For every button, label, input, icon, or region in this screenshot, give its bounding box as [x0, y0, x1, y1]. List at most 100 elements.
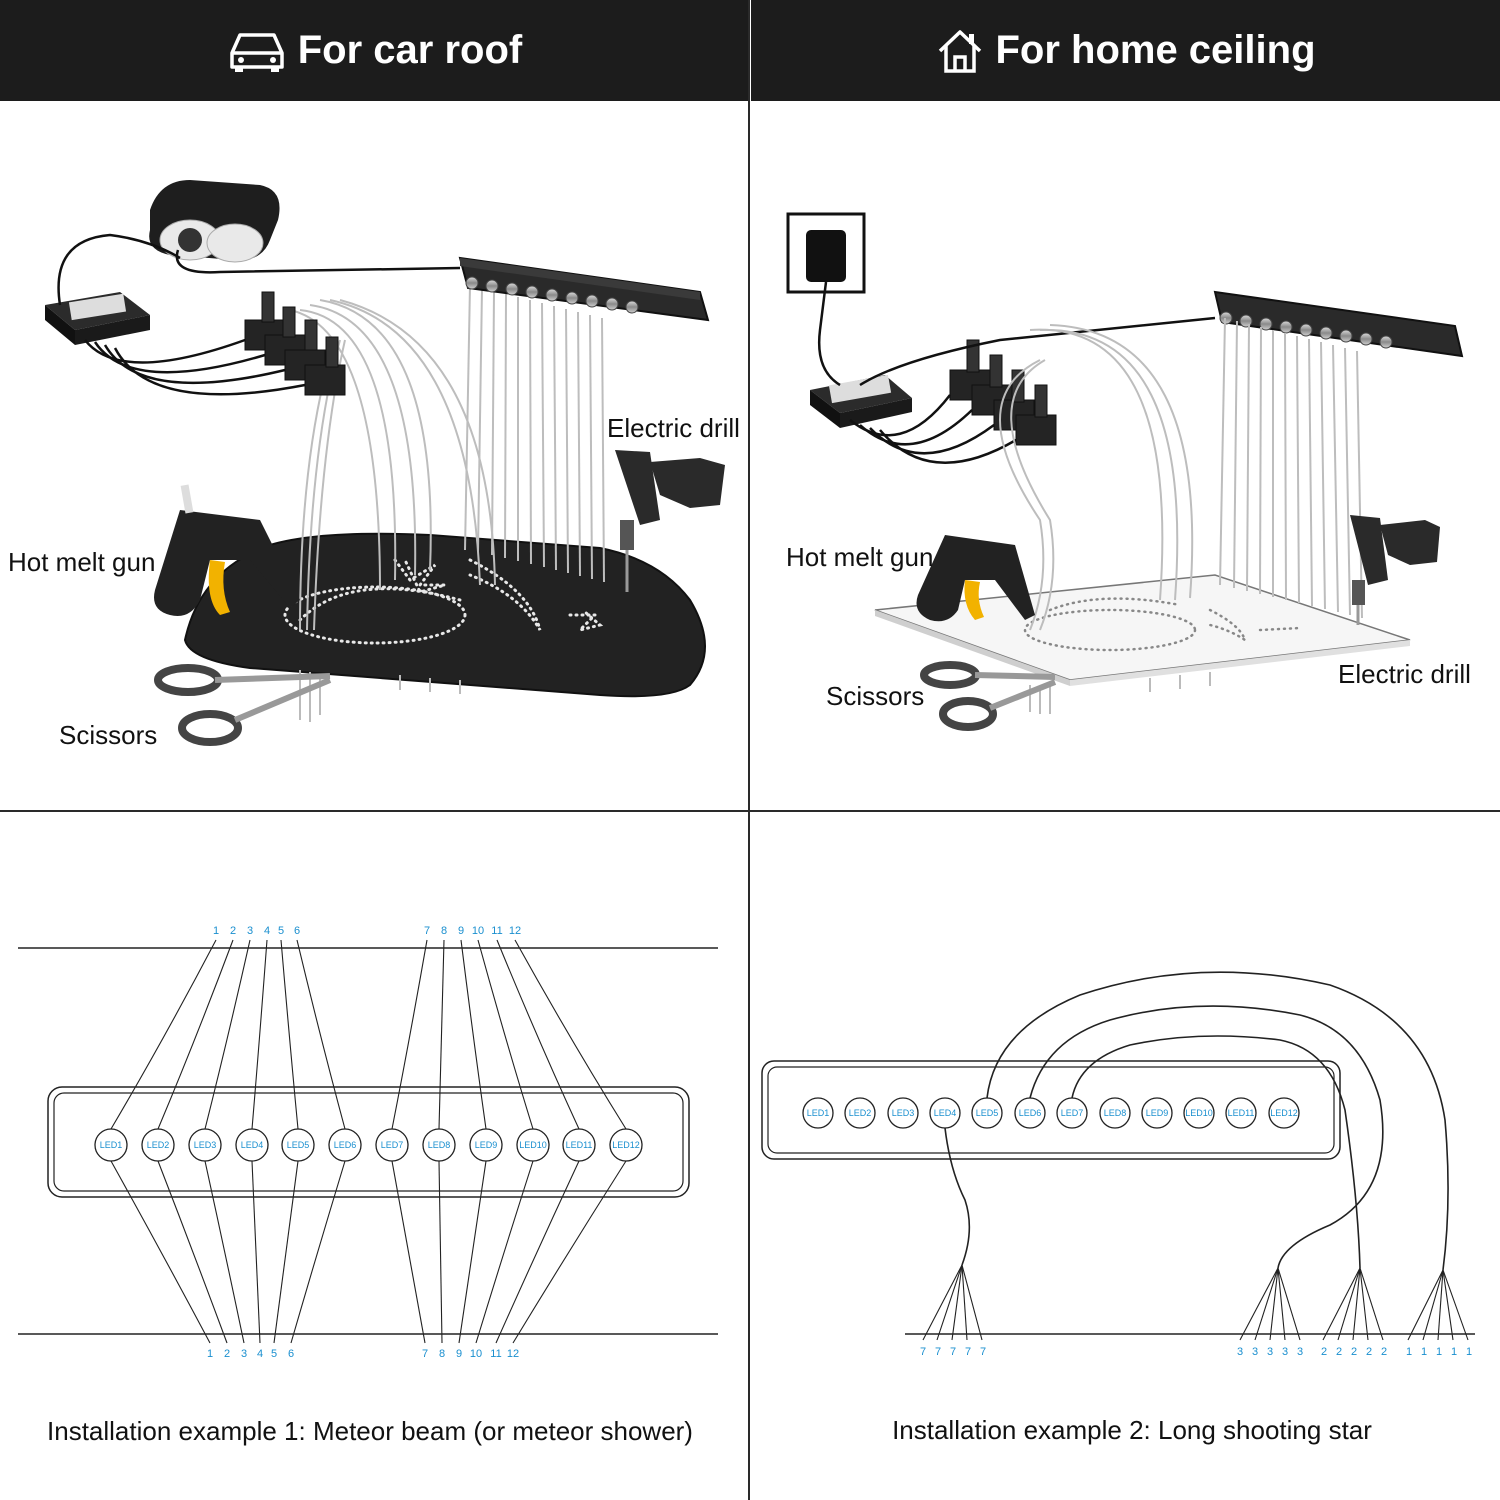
ex1-fiber-top	[204, 939, 251, 1130]
ex2-group-number: 1	[1406, 1346, 1412, 1358]
ex2-group-number: 3	[1267, 1346, 1273, 1358]
ex1-bottom-number: 5	[271, 1348, 277, 1360]
ex1-fiber-top	[496, 939, 580, 1130]
ex1-led: LED11	[562, 1128, 596, 1162]
ex2-group-numbers: 7 7 7 7 7 3 3 3 3 3 2 2 2 2 2 1 1 1 1 1	[920, 1346, 1472, 1358]
horizontal-divider	[0, 810, 1500, 812]
ex1-bottom-numbers: 1 2 3 4 5 6 7 8 9 10 11 12	[207, 1348, 519, 1360]
ex1-led: LED3	[188, 1128, 222, 1162]
ex2-group-number: 3	[1297, 1346, 1303, 1358]
home-light-bar	[1213, 290, 1464, 358]
ex1-led-label: LED8	[428, 1140, 451, 1150]
wall-socket	[786, 212, 866, 294]
ex1-fiber-bottom	[438, 1160, 443, 1344]
ex1-fiber-bottom	[512, 1160, 627, 1344]
ex1-fiber-top	[157, 939, 234, 1130]
ex1-top-number: 11	[491, 925, 502, 937]
ex2-led: LED2	[844, 1097, 876, 1129]
ex2-group-number: 1	[1421, 1346, 1427, 1358]
ex1-led: LED7	[375, 1128, 409, 1162]
ex2-group-number: 3	[1282, 1346, 1288, 1358]
ex2-led-label: LED4	[934, 1108, 957, 1118]
ex1-fiber-bottom	[273, 1160, 299, 1344]
car-star-pattern	[283, 558, 604, 645]
car-icon	[230, 32, 284, 72]
home-fiber-ends	[1029, 672, 1211, 714]
car-power-adapter	[149, 180, 280, 263]
ex1-fiber-top	[110, 939, 217, 1130]
ex2-fibers	[944, 971, 1449, 1271]
ex2-light-bar-inner	[767, 1066, 1335, 1154]
car-roof-scene: Electric drill Hot melt gun Scissors	[8, 180, 740, 750]
ex2-led-label: LED10	[1185, 1108, 1213, 1118]
ex1-top-number: 6	[294, 925, 300, 937]
ex1-led: LED8	[422, 1128, 456, 1162]
car-roof-panel	[183, 532, 706, 698]
ex2-group-number: 1	[1436, 1346, 1442, 1358]
car-led-engines	[244, 291, 346, 396]
header-car-roof: For car roof	[0, 0, 748, 101]
home-led-engines	[949, 339, 1057, 446]
ex1-top-number: 9	[458, 925, 464, 937]
ex1-fiber-bottom	[157, 1160, 228, 1344]
ex1-light-bar-inner	[53, 1092, 684, 1192]
ex1-fiber-bottom	[495, 1160, 580, 1344]
ex2-led-label: LED12	[1270, 1108, 1298, 1118]
car-scissors	[154, 664, 332, 746]
ex1-top-number: 3	[247, 925, 253, 937]
ex1-fiber-top	[438, 939, 445, 1130]
ex1-led-label: LED4	[241, 1140, 264, 1150]
ex2-light-bar-outer	[761, 1060, 1341, 1160]
car-light-bar	[458, 256, 710, 322]
car-scissors-label: Scissors	[59, 720, 157, 750]
header-home-ceiling: For home ceiling	[751, 0, 1500, 101]
ex2-group-number: 2	[1321, 1346, 1327, 1358]
ex2-group-number: 7	[980, 1346, 986, 1358]
ex1-fiber-top	[296, 939, 346, 1130]
ex1-led-label: LED7	[381, 1140, 404, 1150]
ex1-led-label: LED6	[334, 1140, 357, 1150]
ex2-led-label: LED6	[1019, 1108, 1042, 1118]
ex2-led-row: LED1 LED2 LED3 LED4 LED5 LED6 LED7 LED8 …	[802, 1097, 1300, 1129]
ex1-top-number: 4	[264, 925, 270, 937]
ex1-bottom-number: 10	[470, 1348, 482, 1360]
ex1-top-numbers: 1 2 3 4 5 6 7 8 9 10 11 12	[213, 925, 521, 937]
car-wires	[57, 233, 461, 396]
ex1-led-label: LED10	[519, 1140, 547, 1150]
ex1-led-row: LED1 LED2 LED3 LED4 LED5 LED6 LED7 LED8 …	[94, 1128, 643, 1162]
ex1-led: LED1	[94, 1128, 128, 1162]
ex2-led-label: LED5	[976, 1108, 999, 1118]
ex2-group-number: 7	[935, 1346, 941, 1358]
vertical-divider	[748, 0, 750, 1500]
ex2-led: LED1	[802, 1097, 834, 1129]
ex2-group-number: 7	[965, 1346, 971, 1358]
ex1-fiber-bottom	[391, 1160, 426, 1344]
ex1-led: LED10	[516, 1128, 550, 1162]
ex1-led-label: LED9	[475, 1140, 498, 1150]
example1-diagram: LED1 LED2 LED3 LED4 LED5 LED6 LED7 LED8 …	[18, 925, 718, 1446]
ex2-group-number: 1	[1466, 1346, 1472, 1358]
ex1-fiber-top	[477, 939, 534, 1130]
ex1-top-number: 8	[441, 925, 447, 937]
ex2-fiber-fans	[922, 1264, 1469, 1341]
ex1-top-number: 10	[472, 925, 484, 937]
ex1-led-label: LED1	[100, 1140, 123, 1150]
ex2-group-number: 2	[1336, 1346, 1342, 1358]
ex1-led: LED9	[469, 1128, 503, 1162]
ex2-led-label: LED8	[1104, 1108, 1127, 1118]
ex1-light-bar-outer	[47, 1086, 690, 1198]
home-drill-label: Electric drill	[1338, 659, 1471, 689]
ex2-led: LED10	[1183, 1097, 1215, 1129]
ex1-top-number: 12	[509, 925, 521, 937]
ex1-fiber-bottom	[251, 1160, 261, 1344]
home-glue-gun	[916, 535, 1035, 622]
ex1-led: LED6	[328, 1128, 362, 1162]
example2-caption: Installation example 2: Long shooting st…	[892, 1415, 1372, 1445]
ex2-led: LED5	[971, 1097, 1003, 1129]
ex1-top-number: 2	[230, 925, 236, 937]
car-controller	[45, 292, 150, 345]
ex2-led-label: LED11	[1228, 1108, 1255, 1118]
car-electric-drill	[615, 450, 725, 592]
ex1-fiber-bottom	[204, 1160, 245, 1344]
